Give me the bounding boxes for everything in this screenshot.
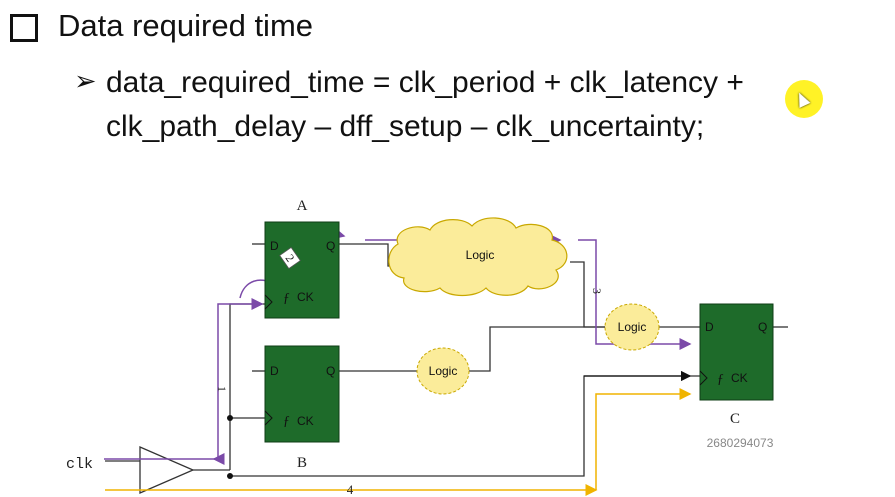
ff-b-label: B — [297, 455, 307, 471]
svg-text:ƒ: ƒ — [283, 414, 290, 429]
logic-b-blob: Logic — [416, 347, 470, 395]
wire-junction-dot — [227, 415, 233, 421]
formula-text: data_required_time = clk_period + clk_la… — [106, 61, 866, 149]
ff-b-d-pin: D — [270, 364, 279, 378]
logic-b-out-wire — [468, 326, 608, 372]
ff-a-label: A — [297, 198, 308, 214]
path-label-1: 1 — [215, 386, 229, 392]
laser-pointer-highlight — [785, 80, 823, 118]
clk-label: clk — [66, 456, 93, 473]
formula-line-2: clk_path_delay – dff_setup – clk_uncerta… — [106, 110, 705, 143]
ff-b-ck-pin: CK — [297, 414, 314, 428]
logic-cloud: Logic — [388, 217, 568, 297]
path-label-3: 3 — [590, 288, 604, 294]
ff-c-d-pin: D — [705, 320, 714, 334]
clk-to-ff-a-wire — [229, 303, 265, 470]
logic-c-blob: Logic — [604, 303, 660, 351]
clock-buffer — [139, 446, 195, 494]
logic-cloud-label: Logic — [466, 248, 495, 262]
flip-flop-a: A D Q CK ƒ — [264, 198, 340, 319]
ff-c-label: C — [730, 411, 740, 427]
svg-text:ƒ: ƒ — [717, 372, 724, 387]
clk-path-1 — [104, 298, 264, 460]
flip-flop-b: B D Q CK ƒ — [264, 345, 340, 471]
path-label-4: 4 — [347, 482, 354, 497]
watermark-id: 2680294073 — [707, 436, 774, 450]
ff-a-ck-pin: CK — [297, 290, 314, 304]
wire-junction-dot — [227, 473, 233, 479]
ff-c-q-pin: Q — [758, 320, 767, 334]
cloud-to-ff-c-wire — [570, 261, 608, 328]
logic-c-label: Logic — [618, 320, 647, 334]
square-bullet-icon — [10, 14, 38, 42]
svg-text:ƒ: ƒ — [283, 291, 290, 306]
arrow-bullet-icon: ➢ — [74, 66, 97, 96]
slide-heading: Data required time — [58, 8, 314, 43]
ff-a-q-pin: Q — [326, 239, 335, 253]
orange-paths — [105, 388, 692, 496]
orange-path-to-ff-c — [595, 388, 692, 490]
ff-a-d-pin: D — [270, 239, 279, 253]
path-label-2-tag: 2 — [279, 246, 301, 270]
ff-b-q-pin: Q — [326, 364, 335, 378]
ff-c-ck-pin: CK — [731, 371, 748, 385]
formula-line-1: data_required_time = clk_period + clk_la… — [106, 66, 744, 99]
flip-flop-c: C D Q CK ƒ — [699, 303, 774, 427]
logic-b-label: Logic — [429, 364, 458, 378]
